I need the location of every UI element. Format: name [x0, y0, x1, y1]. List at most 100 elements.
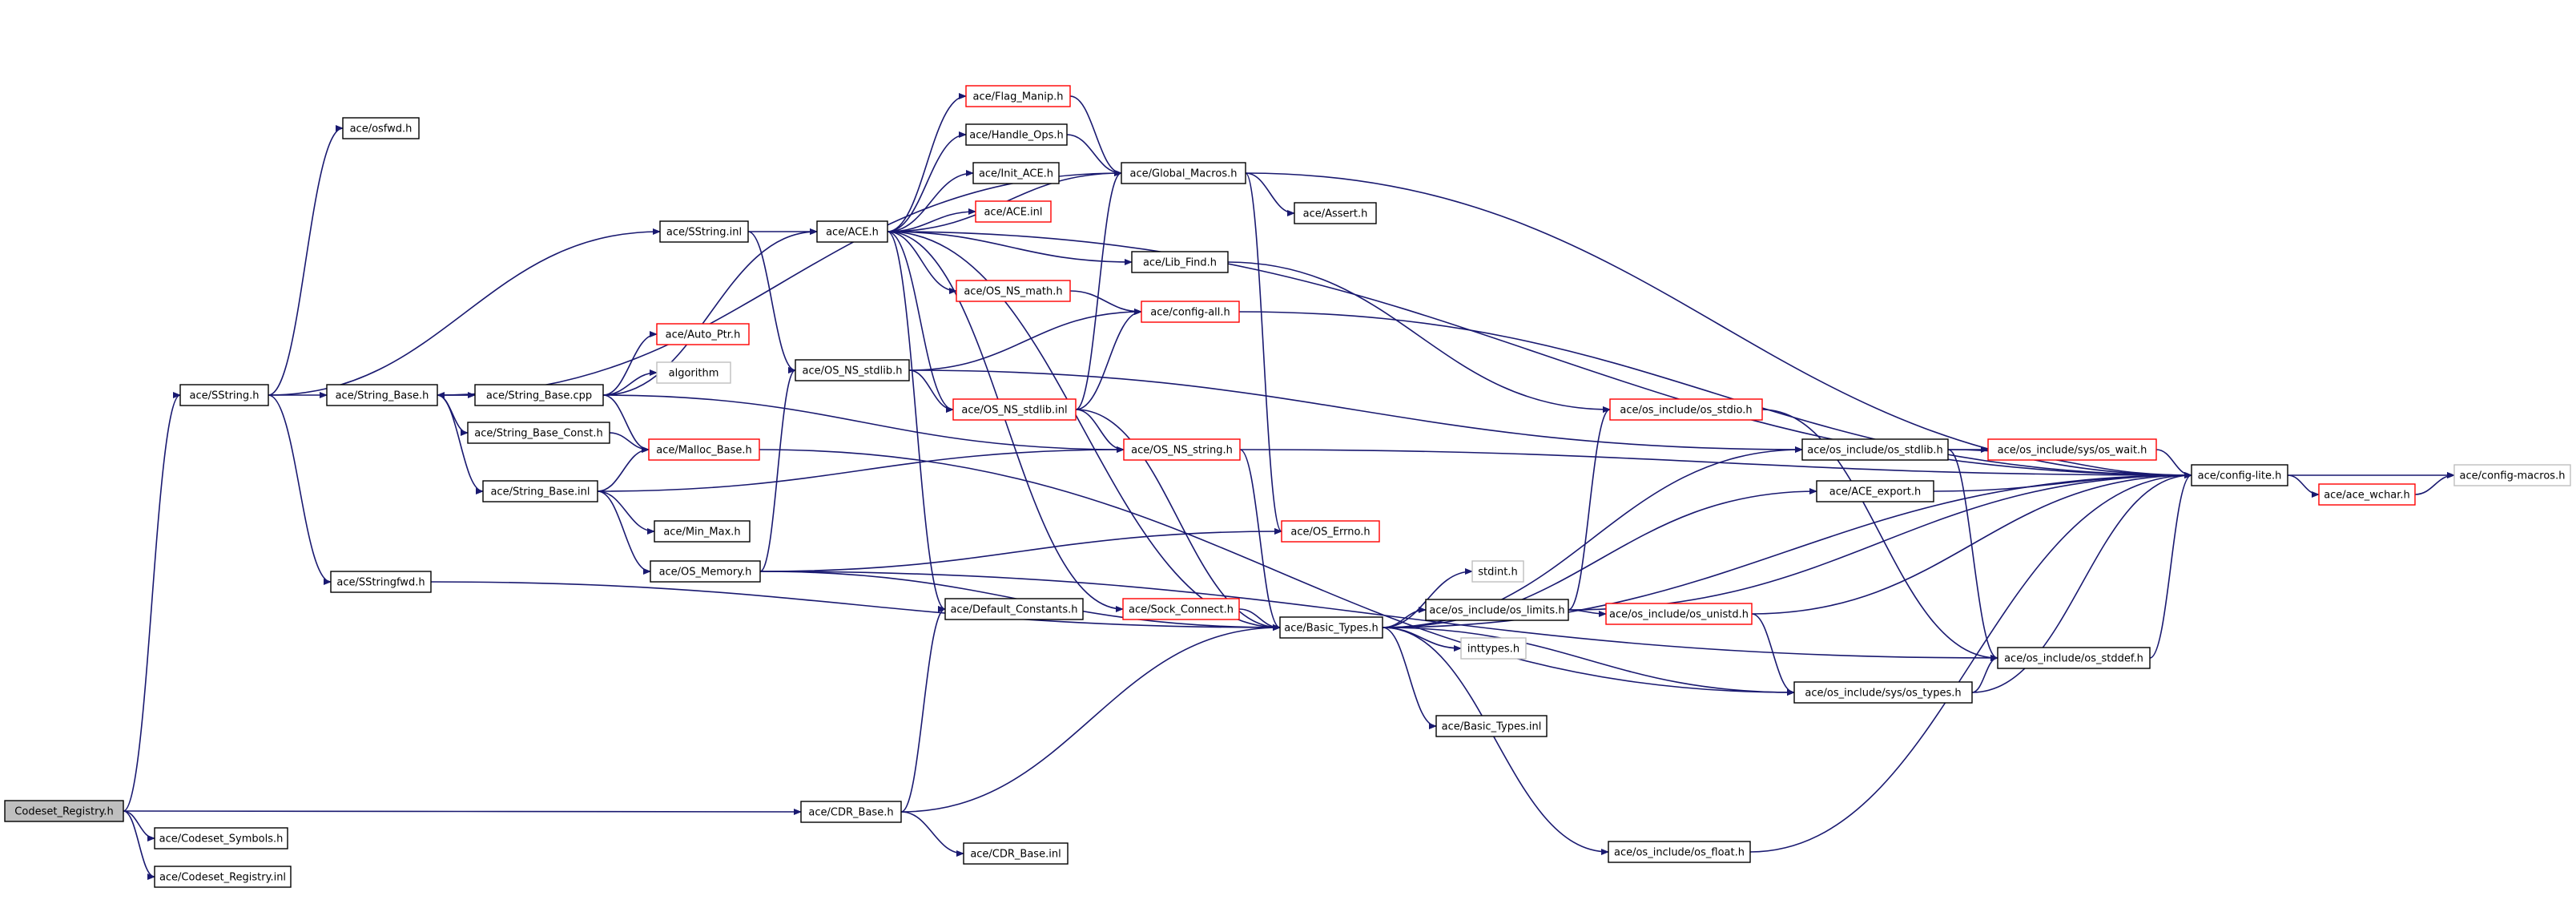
node-label: ace/config-all.h [1150, 307, 1230, 319]
include-file-node[interactable]: ace/OS_NS_stdlib.h [795, 359, 910, 381]
include-file-node[interactable]: stdint.h [1471, 560, 1524, 583]
include-file-node[interactable]: ace/Flag_Manip.h [965, 85, 1071, 107]
include-file-node[interactable]: ace/OS_Memory.h [650, 560, 761, 583]
include-file-node[interactable]: algorithm [656, 361, 731, 384]
node-label: ace/OS_NS_stdlib.h [803, 365, 903, 377]
include-file-node[interactable]: ace/os_include/os_stdio.h [1609, 398, 1763, 421]
include-file-node[interactable]: ace/config-lite.h [2191, 464, 2288, 486]
include-file-node[interactable]: ace/Sock_Connect.h [1122, 598, 1240, 620]
include-file-node[interactable]: ace/Default_Constants.h [944, 598, 1084, 620]
include-file-node[interactable]: ace/config-macros.h [2453, 464, 2571, 486]
dependency-edge [887, 93, 967, 232]
dependency-edge [2287, 474, 2320, 498]
include-file-node[interactable]: ace/Codeset_Registry.inl [154, 866, 292, 888]
dependency-edge [602, 228, 818, 396]
include-file-node[interactable]: ace/CDR_Base.inl [963, 842, 1069, 865]
include-file-node[interactable]: ace/OS_NS_string.h [1123, 438, 1241, 461]
include-file-node[interactable]: ace/os_include/os_unistd.h [1605, 603, 1753, 625]
include-file-node[interactable]: ace/Codeset_Symbols.h [154, 827, 288, 850]
include-file-node[interactable]: ace/Global_Macros.h [1121, 162, 1246, 184]
include-file-node[interactable]: ace/Init_ACE.h [972, 162, 1060, 184]
include-file-node[interactable]: ace/Auto_Ptr.h [656, 323, 750, 345]
include-file-node[interactable]: ace/os_include/os_float.h [1608, 841, 1751, 863]
node-box [4, 800, 124, 822]
include-file-node[interactable]: ace/OS_NS_stdlib.inl [952, 398, 1077, 421]
node-box [154, 866, 292, 888]
include-file-node[interactable]: inttypes.h [1460, 637, 1527, 660]
include-file-node[interactable]: ace/ACE_export.h [1816, 480, 1934, 502]
include-file-node[interactable]: ace/Assert.h [1294, 202, 1377, 224]
dependency-edge [1075, 409, 1281, 631]
include-file-node[interactable]: ace/Basic_Types.h [1279, 616, 1383, 639]
dependency-edge [1075, 170, 1122, 410]
node-box [1122, 598, 1240, 620]
include-file-node[interactable]: ace/Lib_Find.h [1131, 251, 1229, 273]
node-label: ace/Handle_Ops.h [969, 130, 1063, 142]
node-box [956, 280, 1071, 302]
include-file-node[interactable]: ace/SString.h [179, 384, 269, 406]
node-box [474, 384, 604, 406]
node-box [965, 123, 1068, 146]
dependency-edge [1971, 655, 1998, 693]
node-label: ace/Default_Constants.h [950, 604, 1077, 616]
node-box [1460, 637, 1527, 660]
node-label: ace/ace_wchar.h [2324, 490, 2410, 502]
include-file-node[interactable]: ace/Min_Max.h [654, 520, 751, 543]
node-box [795, 359, 910, 381]
include-file-node[interactable]: ace/SStringfwd.h [330, 571, 432, 593]
dependency-edge [123, 808, 802, 815]
node-box [482, 480, 598, 502]
node-box [963, 842, 1069, 865]
include-file-node[interactable]: ace/os_include/sys/os_wait.h [1987, 438, 2157, 461]
node-label: Codeset_Registry.h [14, 806, 113, 818]
node-label: ace/os_include/os_limits.h [1429, 605, 1564, 617]
include-file-node[interactable]: ace/String_Base.cpp [474, 384, 604, 406]
dependency-edge [887, 231, 946, 612]
node-box [800, 801, 902, 823]
include-file-node[interactable]: ace/String_Base.inl [482, 480, 598, 502]
node-label: ace/os_include/sys/os_types.h [1805, 688, 1961, 700]
node-label: ace/Flag_Manip.h [973, 91, 1064, 103]
include-file-node[interactable]: ace/ACE.inl [975, 200, 1052, 223]
include-file-node[interactable]: ace/osfwd.h [342, 117, 420, 139]
dependency-edge [759, 528, 1282, 572]
node-box [1121, 162, 1246, 184]
include-file-node[interactable]: ace/String_Base.h [326, 384, 438, 406]
node-box [2191, 464, 2288, 486]
include-file-node[interactable]: ace/ace_wchar.h [2318, 483, 2416, 506]
node-label: ace/os_include/os_stdlib.h [1807, 445, 1942, 457]
dependency-edge [1245, 172, 2192, 478]
include-file-node[interactable]: ace/Malloc_Base.h [648, 438, 760, 461]
include-file-node[interactable]: ace/Basic_Types.inl [1435, 715, 1548, 737]
node-label: ace/String_Base_Const.h [474, 428, 602, 440]
include-file-node[interactable]: ace/os_include/os_stdlib.h [1801, 438, 1949, 461]
include-file-node[interactable]: ace/config-all.h [1141, 301, 1240, 323]
node-label: ace/OS_Memory.h [659, 567, 752, 579]
dependency-edge [602, 331, 658, 396]
include-file-node[interactable]: ace/CDR_Base.h [800, 801, 902, 823]
node-box [965, 85, 1071, 107]
include-file-node[interactable]: ace/os_include/os_limits.h [1425, 599, 1569, 621]
include-file-node[interactable]: ace/Handle_Ops.h [965, 123, 1068, 146]
include-file-node[interactable]: ace/ACE.h [816, 220, 888, 243]
include-file-node[interactable]: ace/String_Base_Const.h [467, 422, 610, 444]
node-box [659, 220, 749, 243]
include-file-node[interactable]: ace/os_include/os_stddef.h [1997, 647, 2151, 669]
node-label: algorithm [669, 368, 719, 380]
include-file-node[interactable]: ace/SString.inl [659, 220, 749, 243]
node-box [179, 384, 269, 406]
dependency-edge [1238, 608, 1281, 631]
include-file-node[interactable]: ace/OS_Errno.h [1281, 520, 1380, 543]
dependency-edge [2414, 472, 2455, 495]
dependency-edge [1947, 449, 2192, 478]
node-label: ace/OS_NS_stdlib.inl [961, 405, 1067, 417]
dependency-edge [1245, 172, 1295, 216]
node-label: ace/Min_Max.h [663, 527, 740, 539]
include-file-node[interactable]: ace/OS_NS_math.h [956, 280, 1071, 302]
dependency-edge [1075, 409, 1125, 453]
node-label: ace/Assert.h [1303, 208, 1368, 220]
dependency-edge [1069, 95, 1122, 176]
dependency-edge [759, 449, 1795, 696]
include-file-node[interactable]: ace/os_include/sys/os_types.h [1793, 681, 1973, 704]
